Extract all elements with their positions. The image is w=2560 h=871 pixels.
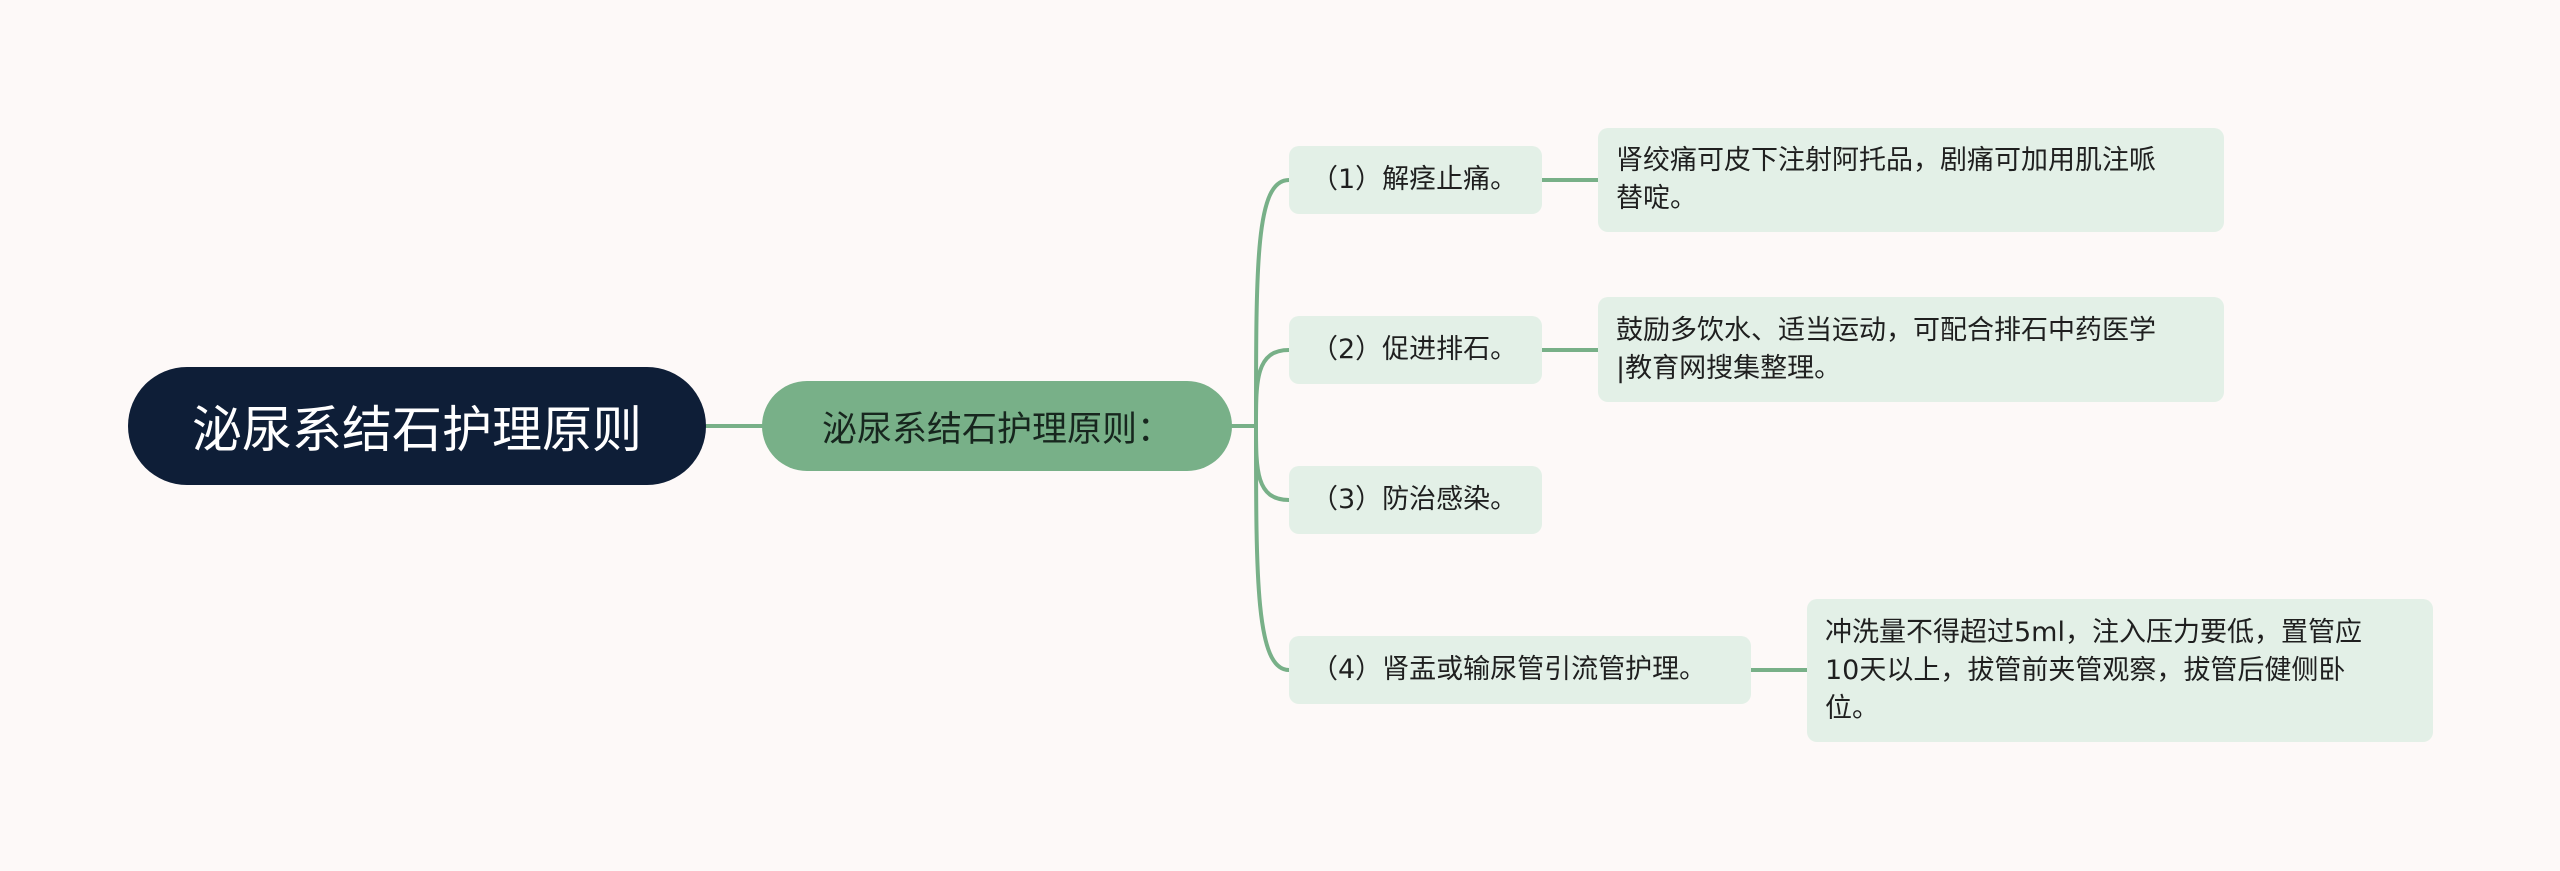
subtopic-1-label: （1）解痉止痛。 [1311,164,1518,195]
subtopic-1[interactable]: （1）解痉止痛。 [1289,146,1542,214]
detail-1-text: 肾绞痛可皮下注射阿托品，剧痛可加用肌注哌 替啶。 [1616,145,2156,214]
detail-4-text: 冲洗量不得超过5ml，注入压力要低，置管应 10天以上，拔管前夹管观察，拔管后健… [1825,616,2362,724]
connector-hub-item-1 [1254,178,1291,428]
detail-2[interactable]: 鼓励多饮水、适当运动，可配合排石中药医学 |教育网搜集整理。 [1598,297,2224,402]
detail-2-text: 鼓励多饮水、适当运动，可配合排石中药医学 |教育网搜集整理。 [1616,314,2156,384]
connector-hub-item-3 [1254,424,1291,502]
connector-hub-item-4 [1254,424,1291,672]
subtopic-3[interactable]: （3）防治感染。 [1289,466,1542,534]
detail-1[interactable]: 肾绞痛可皮下注射阿托品，剧痛可加用肌注哌 替啶。 [1598,128,2224,232]
connector-hub-item-2 [1254,348,1291,428]
root-topic-label: 泌尿系结石护理原则 [192,401,642,459]
subtopic-4-label: （4）肾盂或输尿管引流管护理。 [1311,654,1707,685]
subtopic-3-label: （3）防治感染。 [1311,484,1518,515]
subtopic-2[interactable]: （2）促进排石。 [1289,316,1542,384]
subtopic-2-label: （2）促进排石。 [1311,334,1518,365]
subtopic-4[interactable]: （4）肾盂或输尿管引流管护理。 [1289,636,1751,704]
root-topic[interactable]: 泌尿系结石护理原则 [128,367,706,485]
main-topic-label: 泌尿系结石护理原则： [821,409,1172,450]
detail-4[interactable]: 冲洗量不得超过5ml，注入压力要低，置管应 10天以上，拔管前夹管观察，拔管后健… [1807,599,2433,742]
main-topic[interactable]: 泌尿系结石护理原则： [762,381,1232,471]
